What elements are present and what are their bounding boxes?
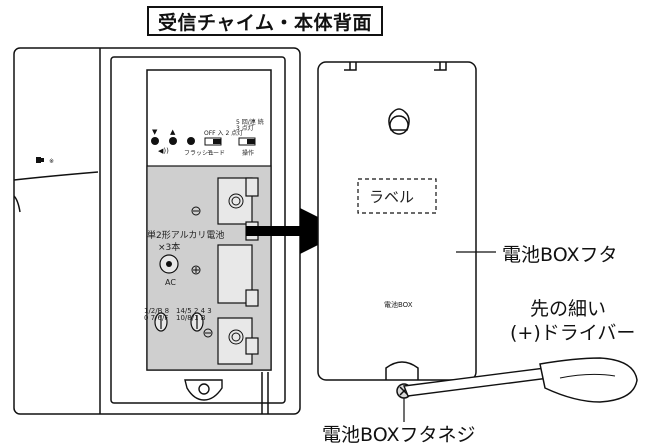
spring-2 [228, 329, 244, 345]
mode-label: モード [207, 150, 226, 157]
dial-right-label: 14/5 2 4 3 10/8/1 B [176, 307, 212, 322]
led-icon: ※ [36, 157, 54, 165]
cover-stamp-text: 電池BOX [384, 301, 413, 309]
battery-compartment [146, 165, 272, 371]
svg-text:◀)): ◀)) [158, 147, 169, 155]
battery-count-text: ×3本 [158, 243, 181, 253]
flash-label: フラッシュ [184, 150, 215, 157]
battery-clip-1 [245, 177, 259, 197]
volume-up-button [169, 137, 177, 145]
spring-1 [228, 193, 244, 209]
flash-button [187, 137, 195, 145]
label-area [357, 178, 437, 214]
dial-left-label: 1/2/B 8 0 7/6/F [144, 307, 170, 322]
housing-ledge-edge [13, 195, 21, 213]
tool-callout-line1: 先の細い [530, 298, 607, 320]
screwdriver-icon [396, 357, 638, 403]
battery-clip-3 [245, 289, 259, 307]
plus-sign [191, 265, 201, 275]
svg-text:▲: ▲ [170, 128, 176, 136]
diagram-title-text: 受信チャイム・本体背面 [158, 11, 372, 34]
bottom-screw-boss [184, 379, 223, 401]
svg-text:※: ※ [49, 158, 54, 165]
mode-options-label: OFF 入 2 点灯 [204, 130, 244, 137]
label-area-text: ラベル [369, 188, 415, 206]
leader-lines [403, 251, 496, 422]
control-buttons: ▼ ▲ ◀)) [151, 128, 256, 155]
diagram-title: 受信チャイム・本体背面 [147, 6, 383, 36]
cover-callout: 電池BOXフタ [502, 244, 618, 266]
volume-down-button [151, 137, 159, 145]
battery-type-text: 単2形アルカリ電池 [147, 231, 225, 241]
battery-cover [317, 61, 477, 381]
minus-sign-1 [191, 206, 201, 216]
tool-callout-line2: (+)ドライバー [510, 322, 636, 344]
minus-sign-2 [203, 328, 213, 338]
svg-text:▼: ▼ [152, 128, 158, 136]
housing-ledge-curve [13, 171, 99, 181]
count-options-label: 5 回/連 続 3 点灯 [236, 119, 264, 132]
screw-callout: 電池BOXフタネジ [322, 424, 476, 446]
ac-text: AC [165, 278, 176, 287]
battery-clip-4 [245, 337, 259, 355]
count-label: 操作 [242, 150, 255, 157]
